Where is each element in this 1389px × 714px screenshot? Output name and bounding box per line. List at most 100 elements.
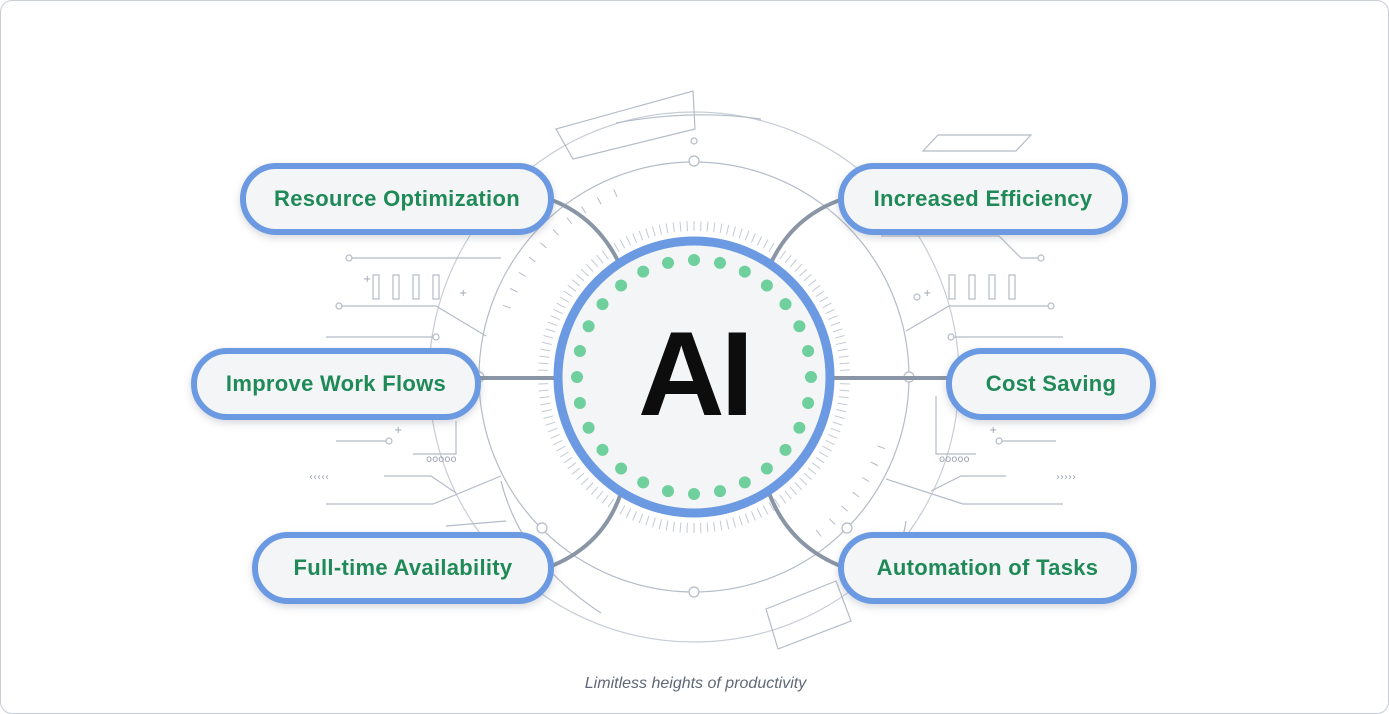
connector-resource-optimization bbox=[547, 197, 621, 265]
tick-mark bbox=[547, 427, 558, 433]
left-line-7 bbox=[326, 475, 502, 505]
tick-mark bbox=[563, 456, 573, 464]
hub-dot bbox=[738, 265, 751, 278]
right-bar-3 bbox=[988, 274, 996, 300]
tick-mark bbox=[726, 224, 730, 235]
tick-mark bbox=[545, 328, 556, 333]
tick-mark bbox=[658, 224, 662, 235]
tick-mark bbox=[538, 389, 549, 392]
tick-mark bbox=[566, 217, 573, 225]
tick-mark bbox=[601, 494, 609, 504]
right-bar-4 bbox=[1008, 274, 1016, 300]
tick-mark bbox=[556, 445, 566, 452]
left-line-5 bbox=[413, 421, 457, 455]
tick-mark bbox=[543, 335, 554, 339]
tick-mark bbox=[732, 517, 736, 528]
tick-mark bbox=[756, 236, 763, 246]
benefit-improve-work-flows: Improve Work Flows bbox=[191, 348, 481, 420]
tick-mark bbox=[580, 268, 589, 277]
hub-dot bbox=[805, 371, 817, 383]
tick-mark bbox=[563, 290, 573, 298]
tick-mark bbox=[750, 233, 756, 243]
tick-mark bbox=[518, 271, 526, 277]
decorative-glyphs: ‹‹‹‹‹ ››››› + + + + + ooooo ooooo bbox=[309, 274, 1076, 483]
right-node-5 bbox=[913, 293, 921, 301]
right-line-1 bbox=[881, 235, 1041, 259]
tick-mark bbox=[768, 242, 775, 252]
tick-mark bbox=[585, 263, 594, 272]
tick-mark bbox=[665, 520, 669, 531]
tick-mark bbox=[794, 263, 803, 272]
tick-mark bbox=[829, 518, 836, 525]
tick-mark bbox=[547, 321, 558, 327]
tick-mark bbox=[870, 461, 879, 466]
plus-glyph: + bbox=[394, 425, 402, 436]
tick-mark bbox=[832, 328, 843, 333]
tick-mark bbox=[756, 508, 763, 518]
left-bar-2 bbox=[392, 274, 400, 300]
center-label: AI bbox=[638, 307, 754, 441]
tick-mark bbox=[658, 519, 662, 530]
tick-mark bbox=[652, 517, 656, 528]
hub-dot bbox=[793, 320, 806, 333]
tick-mark bbox=[799, 477, 808, 486]
tick-mark bbox=[559, 451, 569, 458]
tick-mark bbox=[706, 522, 709, 533]
tick-mark bbox=[645, 515, 650, 526]
tick-mark bbox=[744, 230, 750, 241]
right-node-4 bbox=[995, 437, 1003, 445]
benefit-increased-efficiency: Increased Efficiency bbox=[838, 163, 1128, 235]
tick-mark bbox=[744, 513, 750, 524]
hub-dot bbox=[615, 279, 628, 292]
tick-mark bbox=[815, 456, 825, 464]
right-node-1 bbox=[1037, 254, 1045, 262]
right-bar-2 bbox=[968, 274, 976, 300]
tick-mark bbox=[779, 250, 787, 260]
tick-mark bbox=[550, 433, 560, 439]
benefit-full-time-availability: Full-time Availability bbox=[252, 532, 554, 604]
hub-dot bbox=[662, 256, 674, 269]
tick-mark bbox=[528, 256, 536, 263]
hub-dot bbox=[582, 421, 595, 434]
hub-dot bbox=[760, 279, 773, 292]
tick-mark bbox=[559, 296, 569, 303]
tick-mark bbox=[591, 486, 599, 495]
tick-mark bbox=[571, 467, 581, 475]
tick-mark bbox=[625, 508, 632, 518]
tick-mark bbox=[567, 462, 577, 470]
tick-mark bbox=[541, 341, 552, 345]
tick-mark bbox=[632, 233, 638, 243]
tick-mark bbox=[567, 284, 577, 292]
tick-mark bbox=[825, 308, 835, 315]
tick-mark bbox=[750, 511, 756, 521]
tick-mark bbox=[713, 521, 716, 532]
tick-mark bbox=[838, 396, 849, 399]
tick-mark bbox=[789, 486, 797, 495]
tick-mark bbox=[789, 259, 797, 268]
diagram-caption: Limitless heights of productivity bbox=[584, 675, 807, 692]
tick-mark bbox=[830, 321, 841, 327]
hub-dot bbox=[688, 488, 700, 500]
tick-mark bbox=[553, 308, 563, 315]
tick-mark bbox=[732, 226, 736, 237]
tick-mark bbox=[550, 315, 560, 321]
right-line-5 bbox=[935, 396, 976, 455]
tick-mark bbox=[553, 439, 563, 446]
tick-mark bbox=[502, 304, 511, 309]
right-line-2 bbox=[905, 305, 1051, 332]
tick-mark bbox=[719, 223, 723, 234]
ring-node-top-small bbox=[690, 137, 698, 145]
tick-mark bbox=[832, 421, 843, 426]
hub-dot bbox=[596, 298, 609, 311]
ring-node-bottom-right bbox=[841, 522, 853, 534]
tick-mark bbox=[768, 502, 775, 512]
ring-node-top bbox=[688, 155, 700, 167]
tick-mark bbox=[841, 505, 848, 512]
tick-mark bbox=[837, 402, 848, 406]
tick-mark bbox=[784, 490, 792, 500]
right-node-3 bbox=[947, 333, 955, 341]
tick-mark bbox=[838, 355, 849, 358]
tick-mark bbox=[784, 254, 792, 264]
tick-mark bbox=[632, 511, 638, 521]
tick-mark bbox=[596, 197, 602, 205]
